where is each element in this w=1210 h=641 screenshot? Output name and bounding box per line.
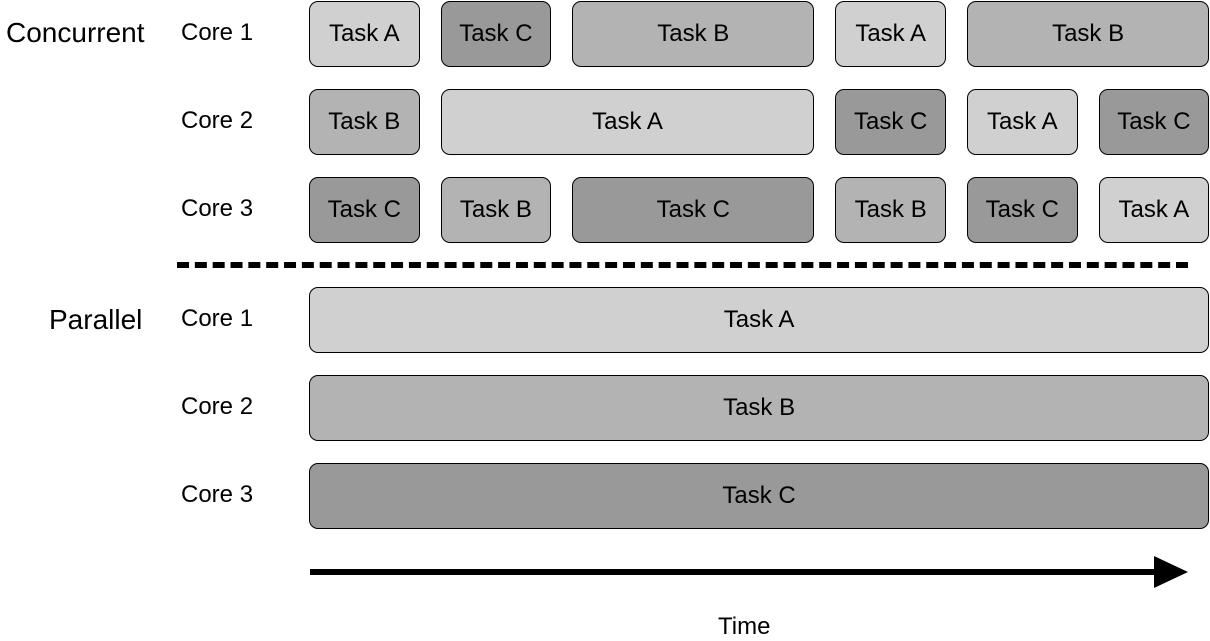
section-label-parallel: Parallel [49, 304, 143, 335]
concurrent-core-3-task-a-block: Task A [1098, 177, 1210, 243]
concurrent-core-3-task-c-block: Task C [572, 177, 815, 243]
concurrent-core-3-task-b-block: Task B [440, 177, 552, 243]
concurrent-core-3-task-b-block: Task B [835, 177, 946, 243]
parallel-core-2-label: Core 2 [181, 393, 254, 420]
parallel-core-3-task-c-block: Task C [309, 463, 1210, 529]
concurrent-core-2-task-a-block: Task A [440, 89, 815, 155]
concurrent-core-2-label: Core 2 [181, 107, 254, 134]
concurrent-core-1-task-a-block: Task A [309, 1, 420, 67]
concurrent-core-2-task-c-block: Task C [835, 89, 946, 155]
concurrent-core-3-task-c-block: Task C [309, 177, 420, 243]
concurrent-core-2-task-c-block: Task C [1098, 89, 1210, 155]
parallel-core-1-task-a-block: Task A [309, 287, 1210, 353]
section-divider [177, 262, 1188, 268]
concurrent-core-2-task-b-block: Task B [309, 89, 420, 155]
concurrent-core-1-task-b-block: Task B [572, 1, 815, 67]
parallel-core-2-task-b-block: Task B [309, 375, 1210, 441]
section-label-concurrent: Concurrent [6, 17, 145, 48]
concurrent-core-1-task-c-block: Task C [440, 1, 552, 67]
parallel-core-3-label: Core 3 [181, 481, 254, 508]
concurrent-core-2-task-a-block: Task A [967, 89, 1078, 155]
concurrent-core-1-task-a-block: Task A [835, 1, 946, 67]
concurrent-core-1-label: Core 1 [181, 19, 254, 46]
concurrent-core-3-task-c-block: Task C [967, 177, 1078, 243]
time-axis-label: Time [718, 613, 771, 640]
concurrent-core-1-task-b-block: Task B [967, 1, 1210, 67]
time-arrow-icon [310, 556, 1188, 588]
concurrent-core-3-label: Core 3 [181, 195, 254, 222]
parallel-core-1-label: Core 1 [181, 305, 254, 332]
